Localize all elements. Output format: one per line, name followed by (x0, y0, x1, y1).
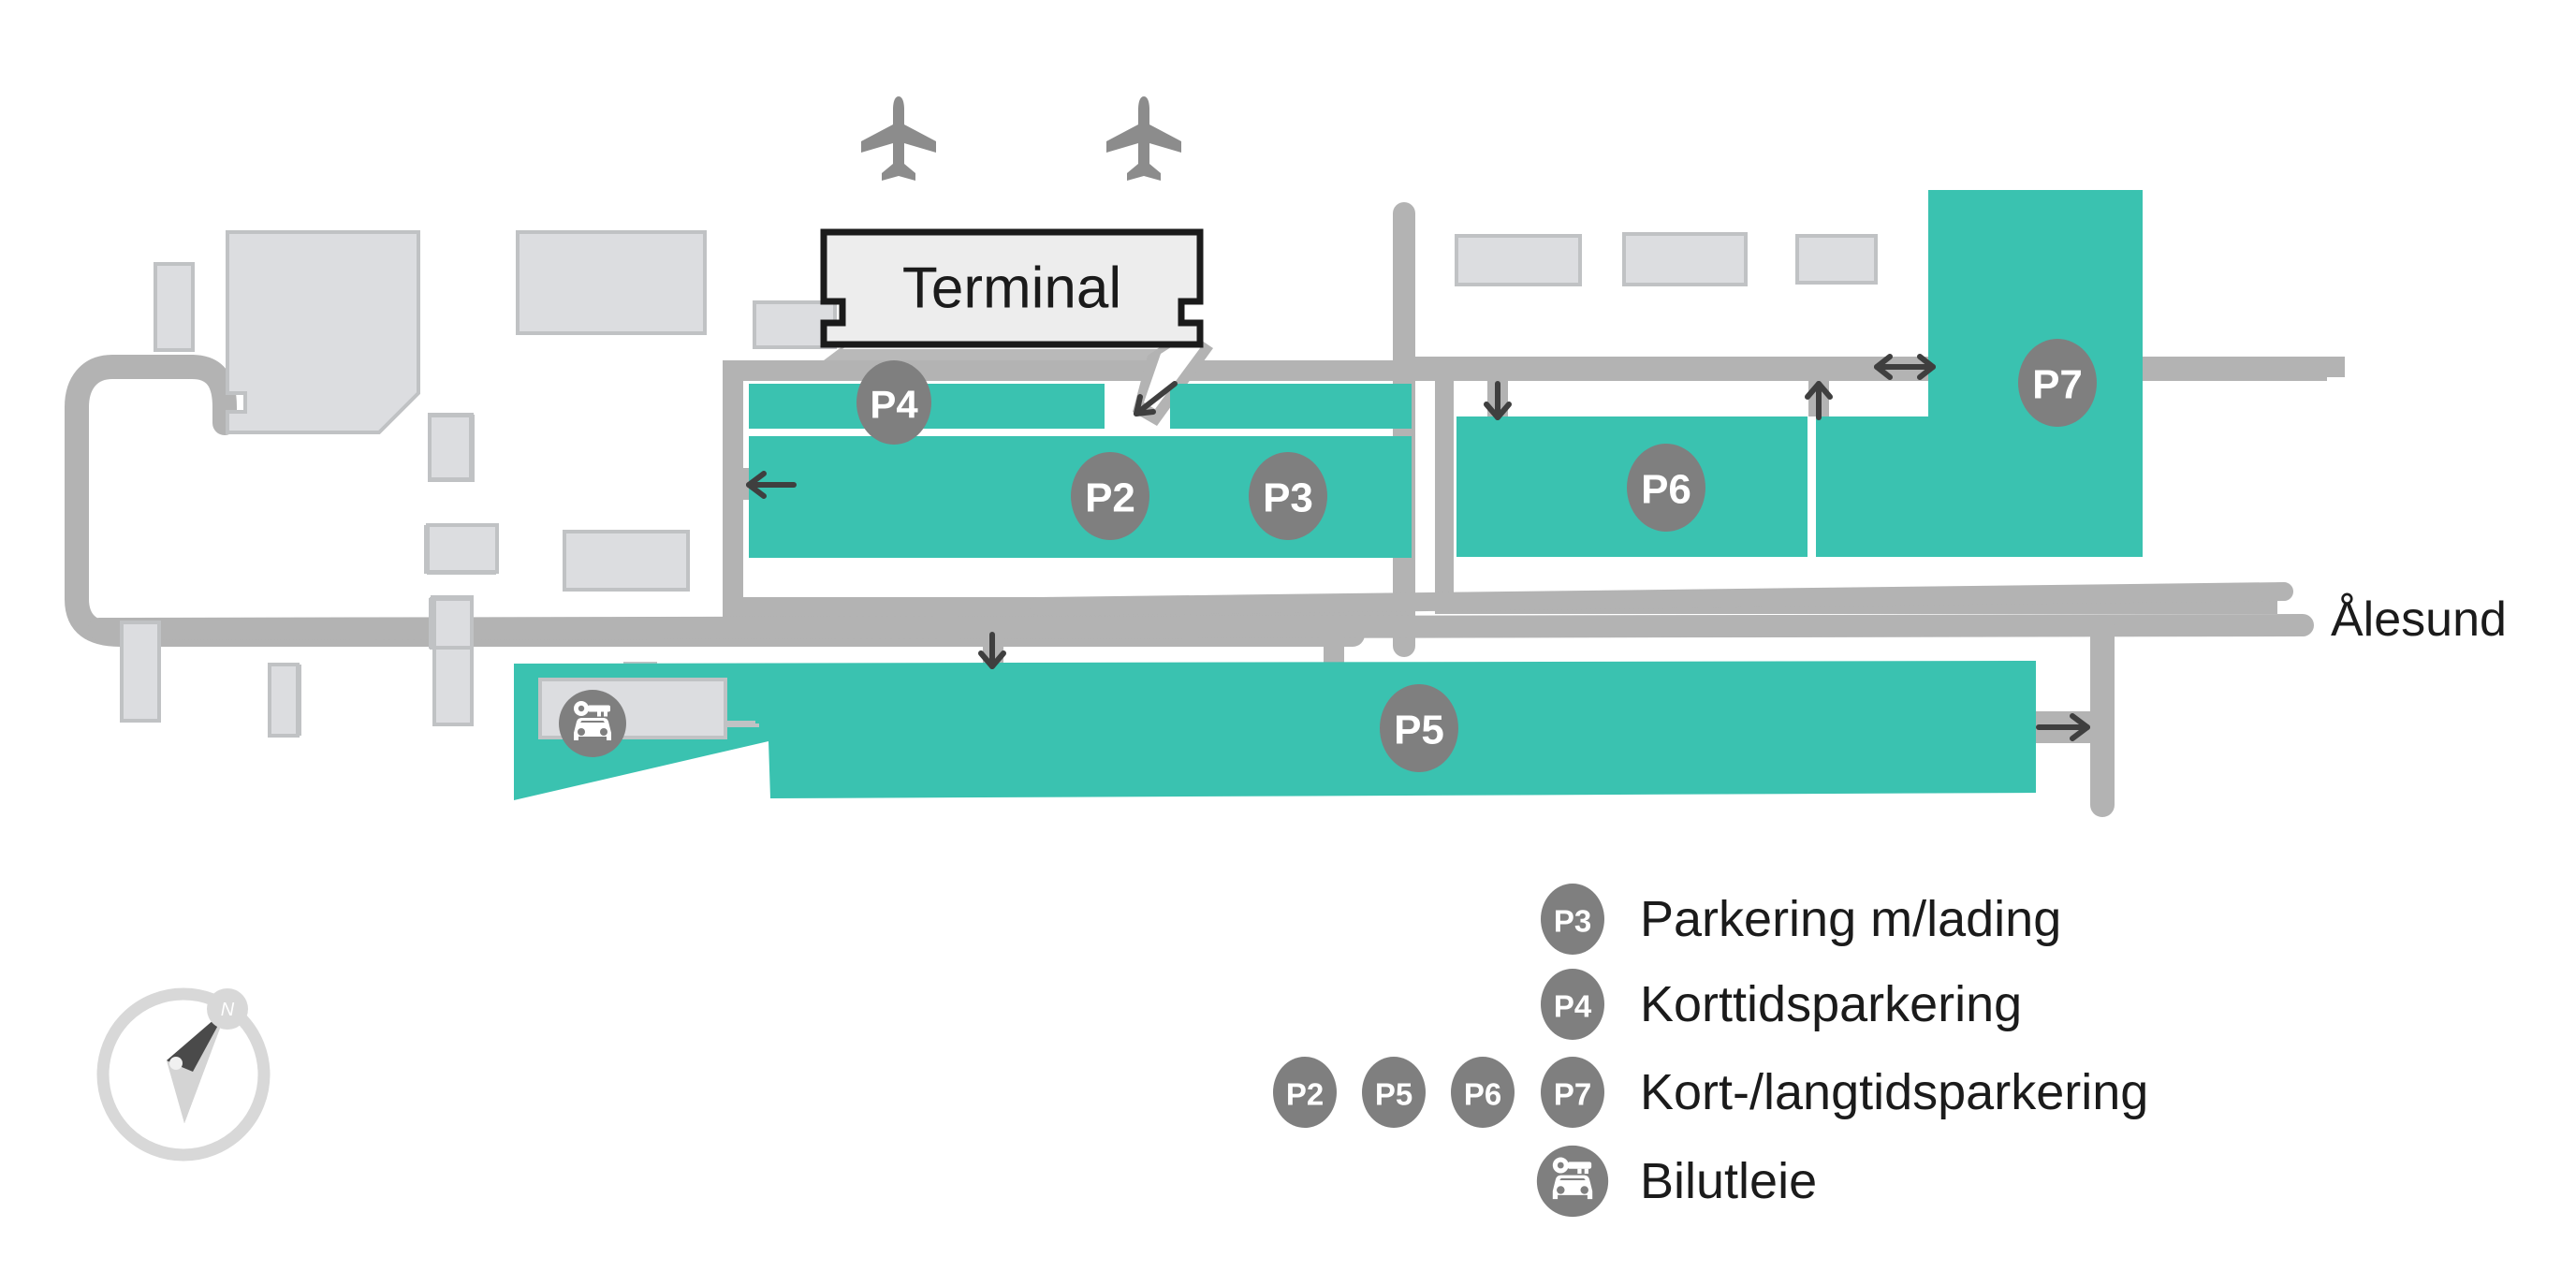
legend-badge-label: P2 (1286, 1077, 1324, 1112)
legend-badge-p2: P2 (1273, 1057, 1337, 1128)
map-marker-label: P3 (1263, 475, 1313, 521)
legend-badge-p3: P3 (1541, 884, 1604, 955)
legend-row-label: Parkering m/lading (1640, 891, 2061, 947)
legend-badge-label: P7 (1554, 1077, 1591, 1112)
arrow-up-icon (1805, 381, 1833, 420)
car-rental-icon (559, 690, 626, 757)
legend-row: P2 P5 P6 P7 Kort-/langtidsparkering (1273, 1057, 2148, 1128)
legend-badge-label: P4 (1554, 989, 1592, 1024)
map-marker-p6[interactable]: P6 (1627, 444, 1705, 532)
legend: P3 Parkering m/lading P4 Korttidsparkeri… (1273, 884, 2148, 1218)
legend-row: Bilutleie (1536, 1145, 1817, 1218)
destination-label: Ålesund (2331, 592, 2507, 647)
parking-area-p5 (514, 661, 2036, 800)
airplane-icon (1106, 96, 1181, 181)
map-marker-p4[interactable]: P4 (856, 360, 931, 445)
legend-badge-car-rental-icon (1536, 1145, 1609, 1218)
map-marker-p7[interactable]: P7 (2018, 339, 2097, 427)
map-marker-p3[interactable]: P3 (1249, 452, 1327, 540)
direction-arrows (746, 354, 2090, 741)
arrow-bidirectional-icon (1874, 354, 1936, 380)
legend-badge-p5: P5 (1362, 1057, 1426, 1128)
legend-badge-label: P6 (1464, 1077, 1501, 1112)
terminal-label: Terminal (902, 256, 1121, 321)
map-marker-label: P7 (2032, 362, 2083, 408)
parking-area-p3-strip (1170, 384, 1412, 429)
building-blocks (120, 230, 1878, 744)
arrow-left-icon (746, 471, 797, 499)
legend-row: P3 Parkering m/lading (1541, 884, 2061, 955)
arrow-down-icon (978, 632, 1006, 669)
airplane-icon (861, 96, 936, 181)
arrow-down-icon (1484, 381, 1512, 420)
terminal-callout: Terminal (820, 228, 1204, 348)
legend-row-label: Korttidsparkering (1640, 976, 2022, 1032)
compass-rose: N (96, 987, 271, 1162)
map-marker-label: P2 (1085, 475, 1135, 521)
map-marker-label: P4 (870, 383, 918, 427)
legend-badge-p6: P6 (1451, 1057, 1515, 1128)
arrow-diagonal-icon (1134, 381, 1178, 416)
legend-row: P4 Korttidsparkering (1541, 969, 2022, 1040)
legend-row-label: Bilutleie (1640, 1153, 1817, 1209)
legend-badge-label: P3 (1554, 904, 1591, 939)
map-markers: P4 P2 P3 P6 P7 P5 (856, 339, 2097, 772)
compass-north-label: N (221, 1000, 235, 1020)
legend-badge-p7: P7 (1541, 1057, 1604, 1128)
map-marker-p2[interactable]: P2 (1071, 452, 1149, 540)
legend-row-label: Kort-/langtidsparkering (1640, 1064, 2148, 1120)
map-marker-label: P6 (1641, 467, 1691, 513)
map-marker-label: P5 (1394, 708, 1444, 753)
arrow-right-icon (2036, 713, 2090, 741)
legend-badge-p4: P4 (1541, 969, 1604, 1040)
legend-badge-label: P5 (1375, 1077, 1412, 1112)
map-marker-p5[interactable]: P5 (1380, 684, 1458, 772)
